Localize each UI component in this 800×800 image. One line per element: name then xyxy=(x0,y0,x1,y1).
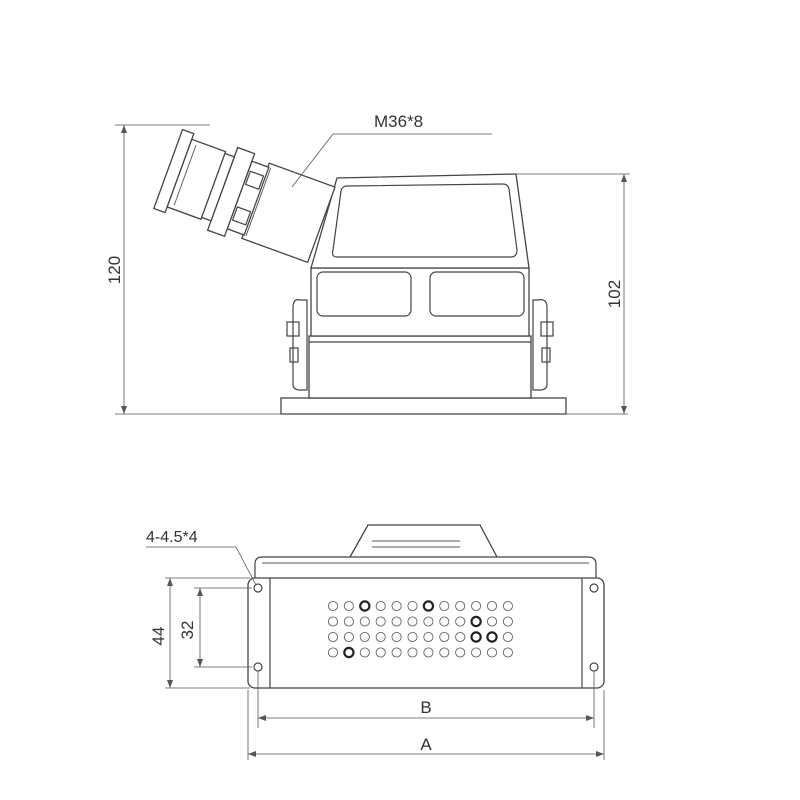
lower-housing xyxy=(308,335,532,399)
contact-pin xyxy=(439,647,450,658)
contact-pin xyxy=(343,646,355,659)
contact-pin xyxy=(486,631,498,643)
base-plate xyxy=(280,397,567,415)
contact-pin xyxy=(502,600,513,612)
mount-hole xyxy=(253,583,263,593)
contact-pin xyxy=(439,600,450,612)
contact-pin xyxy=(439,616,450,627)
contact-pin xyxy=(407,647,418,658)
hood-window xyxy=(331,183,518,258)
lever-top xyxy=(254,556,597,578)
window-right xyxy=(429,271,525,317)
contact-pin xyxy=(439,631,450,643)
contact-pin xyxy=(343,631,354,643)
contact-pin xyxy=(502,616,513,627)
contact-pin xyxy=(470,615,482,628)
contact-pin xyxy=(391,600,402,612)
mount-hole xyxy=(589,662,599,672)
contact-pin xyxy=(327,647,339,658)
holes-label: 4-4.5*4 xyxy=(146,529,198,546)
dim-label-a: A xyxy=(420,735,432,754)
contact-pin xyxy=(486,647,498,658)
contact-pin xyxy=(407,616,418,627)
mount-hole xyxy=(253,662,263,672)
hood xyxy=(310,173,530,269)
contact-pin xyxy=(375,616,386,627)
contact-pin xyxy=(502,647,513,658)
dim-label-32: 32 xyxy=(178,621,197,640)
cable-gland xyxy=(152,128,336,264)
lever-left xyxy=(286,299,308,391)
contact-pin xyxy=(486,616,498,627)
upper-housing xyxy=(310,267,530,337)
contact-pin xyxy=(423,647,434,658)
contact-pin xyxy=(359,616,370,627)
window-left xyxy=(316,271,412,317)
contact-pin xyxy=(391,616,402,627)
contact-pin xyxy=(327,600,339,612)
contact-pin xyxy=(470,631,482,643)
contact-pin xyxy=(391,631,402,643)
top-view: 4-4.5*4 44 32 B A xyxy=(146,524,605,760)
thread-label: M36*8 xyxy=(374,112,423,131)
contact-pin xyxy=(423,616,434,627)
contact-pin xyxy=(375,631,386,643)
contact-pin xyxy=(407,600,418,612)
contact-pin xyxy=(423,631,434,643)
pin-grid xyxy=(327,600,513,659)
contact-pin xyxy=(486,600,498,612)
contact-pin xyxy=(455,647,466,658)
contact-pin xyxy=(359,631,370,643)
lever-right xyxy=(532,299,554,391)
dim-label-b: B xyxy=(420,698,431,717)
contact-pin xyxy=(471,647,482,658)
contact-pin xyxy=(502,631,513,643)
dim-label-120: 120 xyxy=(105,256,124,284)
contact-pin xyxy=(327,631,339,643)
contact-pin xyxy=(343,616,354,627)
contact-pin xyxy=(359,647,370,658)
contact-pin xyxy=(455,631,466,643)
contact-pin xyxy=(359,600,371,612)
contact-pin xyxy=(343,600,354,612)
mount-hole xyxy=(589,583,599,593)
side-view: 120 102 M36*8 xyxy=(105,112,630,415)
dim-label-102: 102 xyxy=(605,280,624,308)
contact-pin xyxy=(375,647,386,658)
contact-pin xyxy=(471,600,482,612)
contact-pin xyxy=(327,616,339,627)
contact-pin xyxy=(375,600,386,612)
contact-pin xyxy=(407,631,418,643)
contact-pin xyxy=(455,600,466,612)
dim-label-44: 44 xyxy=(149,627,168,646)
contact-pin xyxy=(422,600,435,612)
contact-pin xyxy=(391,647,402,658)
contact-pin xyxy=(455,616,466,627)
